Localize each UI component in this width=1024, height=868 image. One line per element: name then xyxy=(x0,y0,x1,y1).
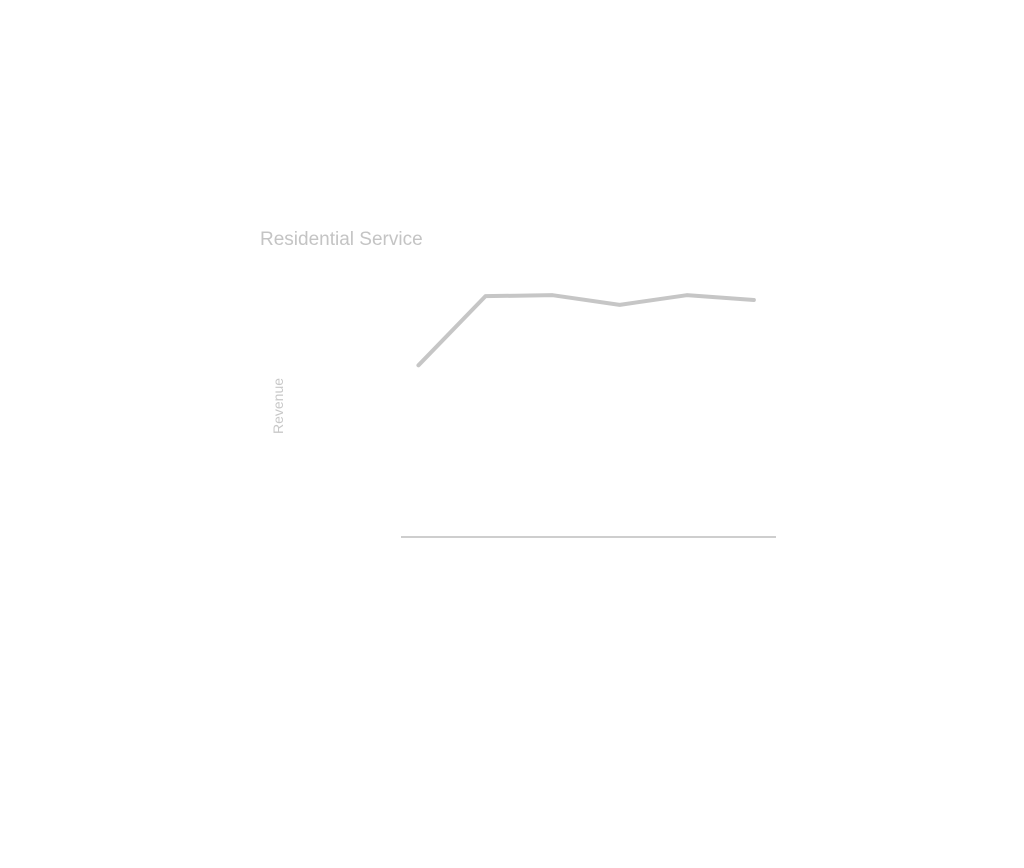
chart-title: Residential Service xyxy=(260,229,423,250)
series-line xyxy=(416,293,756,368)
